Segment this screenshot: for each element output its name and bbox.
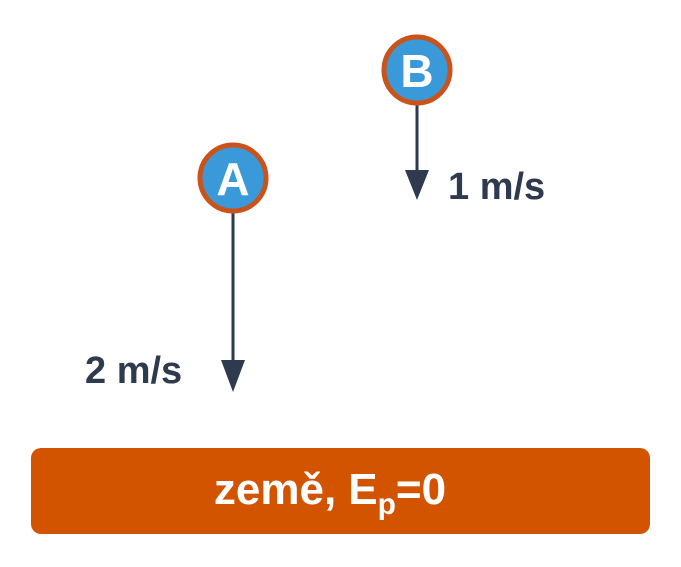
ground-energy-value: =0 [396, 465, 446, 514]
ground-energy-subscript: p [378, 488, 396, 521]
object-b: B 1 m/s [381, 34, 545, 208]
ball-a [197, 142, 269, 214]
velocity-label-a: 2 m/s [85, 350, 182, 392]
ground-energy-symbol: E [348, 465, 377, 514]
ground-label: země,Ep=0 [214, 465, 446, 521]
ball-b-label: B [400, 45, 433, 97]
ground-word: země, [214, 465, 336, 514]
ball-b [381, 34, 453, 106]
velocity-arrow-a-head [221, 360, 245, 392]
ball-a-label: A [216, 153, 249, 205]
ground: země,Ep=0 [31, 448, 650, 534]
velocity-arrow-b-head [405, 170, 429, 200]
ground-bar [31, 448, 650, 534]
object-a: A 2 m/s [85, 142, 269, 392]
velocity-label-b: 1 m/s [448, 166, 545, 208]
